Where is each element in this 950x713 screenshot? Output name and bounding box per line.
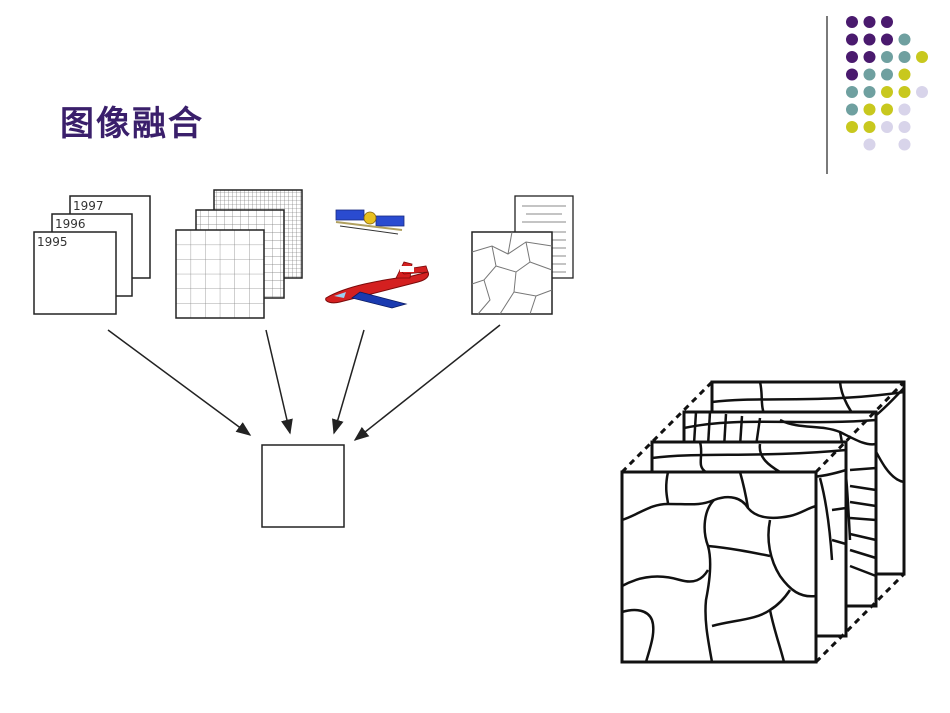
year-label-1995: 1995 <box>37 235 68 249</box>
slide-title: 图像融合 <box>60 104 204 144</box>
decor-dot <box>916 86 928 98</box>
year-sheet-front <box>33 231 117 315</box>
decor-dot <box>846 51 858 63</box>
grid-resolution-stack-icon <box>175 189 303 319</box>
decor-dot <box>863 103 876 116</box>
decor-dot <box>881 51 893 63</box>
decor-dot <box>846 33 858 46</box>
decor-dot <box>846 121 858 133</box>
arrow-from-grids <box>265 329 293 435</box>
decor-dot <box>898 121 911 133</box>
arrow-from-temporal <box>107 329 252 436</box>
map-and-document-stack-icon <box>471 195 574 315</box>
decor-dot <box>916 51 928 63</box>
decor-dot <box>863 68 876 81</box>
year-label-1996: 1996 <box>55 217 86 231</box>
arrow-from-maps <box>353 324 501 441</box>
divider-line <box>826 16 828 174</box>
decor-dot <box>898 86 911 98</box>
decor-dot <box>863 33 876 46</box>
decor-dot <box>881 68 893 81</box>
arrow-from-sensors <box>332 329 365 435</box>
airplane-icon <box>325 261 429 309</box>
region-map-sheet <box>471 231 553 315</box>
decor-dot <box>898 33 911 46</box>
decor-dot <box>898 103 911 116</box>
decor-dot <box>863 51 876 63</box>
decor-dot <box>881 33 893 46</box>
decor-dot <box>846 68 858 81</box>
decor-dot <box>881 103 893 116</box>
layered-maps-icon <box>620 380 906 664</box>
decor-dot <box>863 86 876 98</box>
year-label-1997: 1997 <box>73 199 104 213</box>
decor-dot <box>863 121 876 133</box>
decor-dot <box>881 86 893 98</box>
coarse-grid-sheet <box>175 229 265 319</box>
map-layer-1 <box>620 470 818 664</box>
decor-dot <box>898 68 911 81</box>
fusion-arrows <box>107 324 501 441</box>
decor-dot <box>881 121 893 133</box>
decor-dot <box>863 138 876 151</box>
decor-dot <box>846 103 858 116</box>
decor-dot <box>846 86 858 98</box>
fused-output-frame-icon <box>261 444 345 528</box>
decor-dot <box>846 16 858 28</box>
decor-dot <box>898 138 911 151</box>
decor-dot <box>881 16 893 28</box>
decor-dot <box>898 51 911 63</box>
decor-dot <box>863 16 876 28</box>
temporal-image-stack-icon: 1997 1996 1995 <box>33 195 151 315</box>
satellite-icon <box>335 209 405 235</box>
